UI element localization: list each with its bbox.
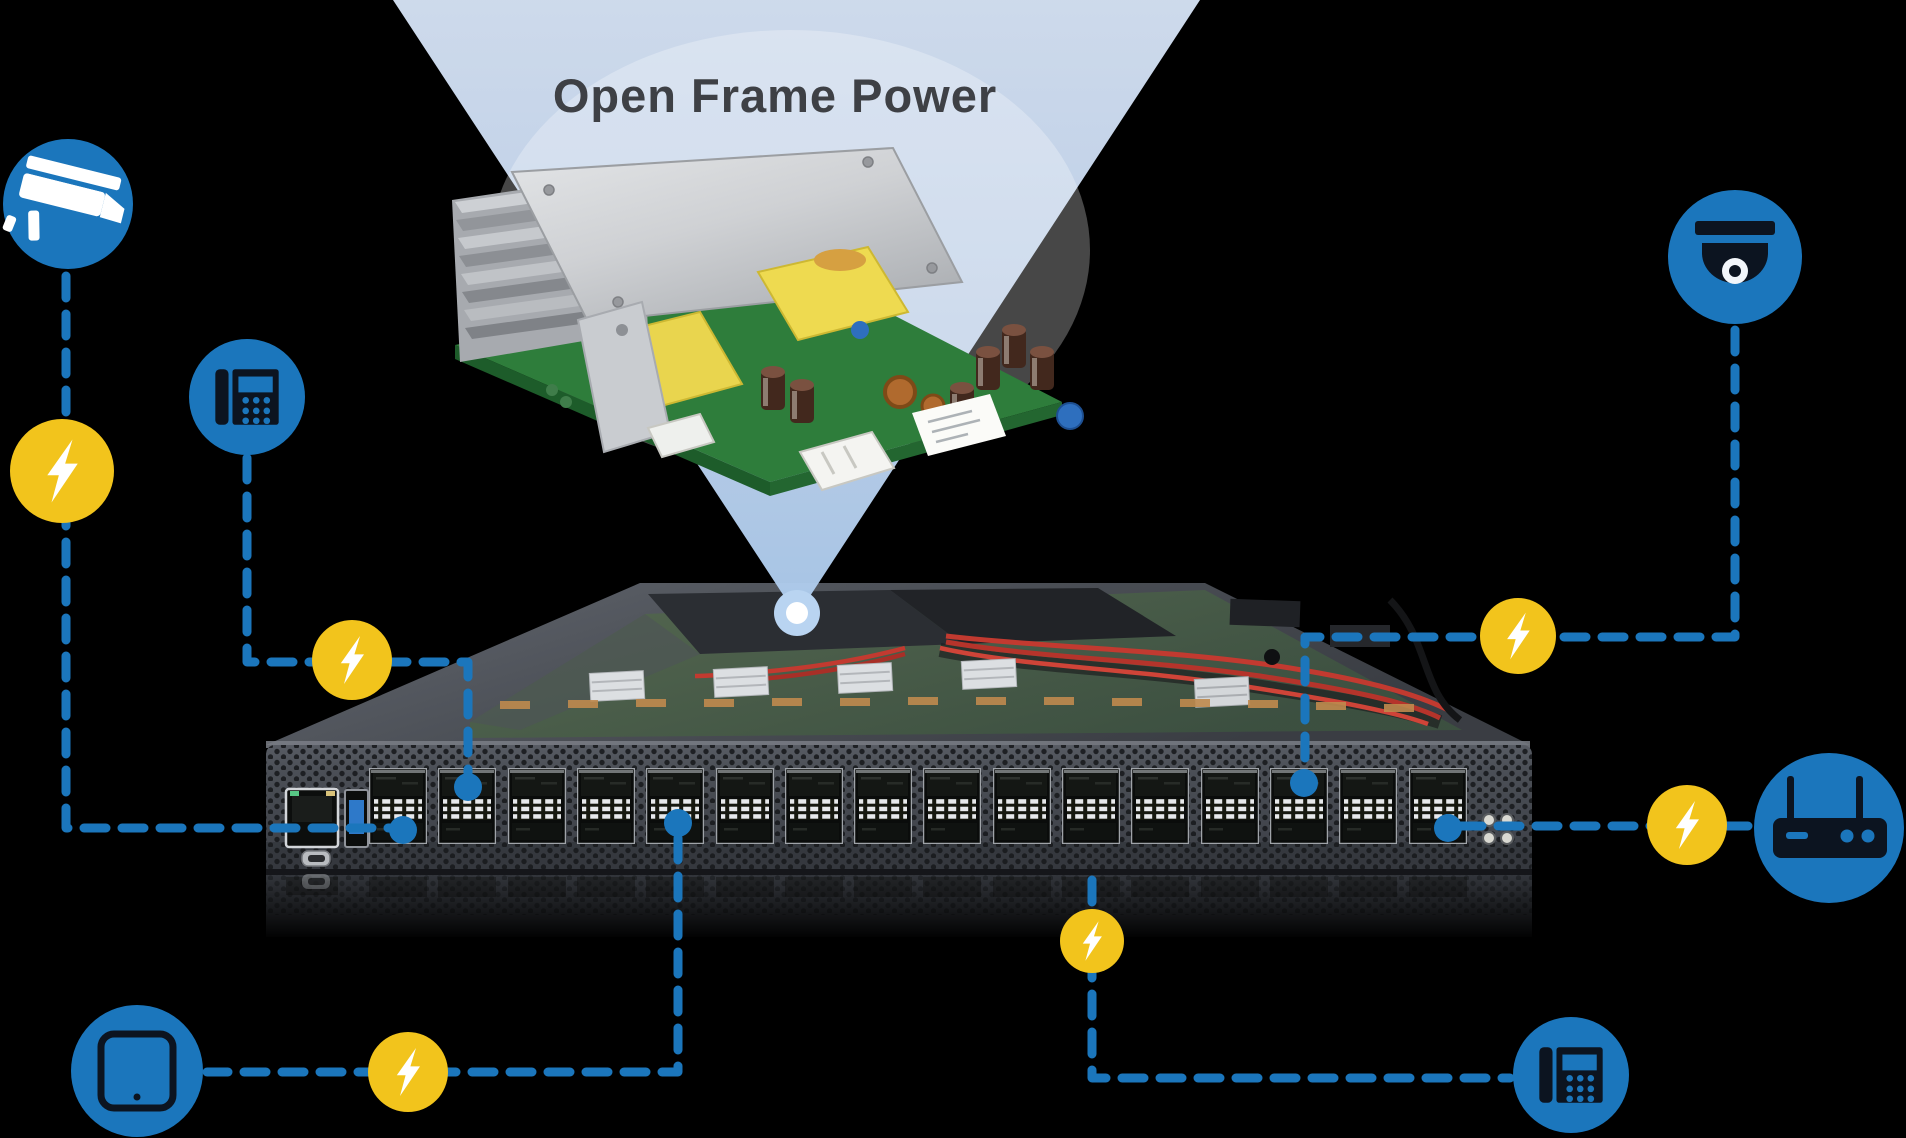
- page-title: Open Frame Power: [553, 69, 997, 122]
- network-switch: [260, 583, 1540, 940]
- tablet-icon: [71, 1005, 203, 1137]
- lightning-bolt-icon: [312, 620, 392, 700]
- beam-apex-dot: [786, 602, 808, 624]
- mini-usb-port: [301, 850, 331, 867]
- usb-port: [344, 789, 369, 848]
- wireless-router-icon: [1754, 753, 1904, 903]
- front-bevel: [266, 741, 1530, 748]
- port-dot: [1290, 769, 1318, 797]
- desk-phone-icon: [189, 339, 305, 455]
- port-dot: [389, 816, 417, 844]
- mgmt-ethernet-port: [284, 787, 340, 849]
- lightning-bolt-icon: [1060, 909, 1124, 973]
- lightning-bolt-icon: [368, 1032, 448, 1112]
- line-dome-to-switch: [1300, 325, 1740, 779]
- lightning-bolt-icon: [1647, 785, 1727, 865]
- port-connection-dots: [389, 769, 1462, 844]
- cover-screws: [543, 156, 938, 308]
- power-nodes: [10, 419, 1727, 1112]
- port-dot: [1434, 814, 1462, 842]
- line-tablet-to-switch: [202, 833, 683, 1077]
- line-bottomphone-to-switch: [1087, 875, 1515, 1083]
- copper-pads: [500, 697, 1414, 712]
- top-cover-panel-2: [890, 588, 1176, 644]
- switch-reflection: [260, 869, 1540, 940]
- desk-phone-icon-2: [1513, 1017, 1629, 1133]
- open-frame-psu-photo: [452, 146, 1084, 496]
- lightning-bolt-icon: [10, 419, 114, 523]
- line-cctv-to-switch: [61, 271, 397, 833]
- port-dot: [454, 773, 482, 801]
- port-dot: [664, 809, 692, 837]
- cctv-camera-icon: [2, 139, 133, 269]
- dome-camera-icon: [1668, 190, 1802, 324]
- lightning-bolt-icon: [1480, 598, 1556, 674]
